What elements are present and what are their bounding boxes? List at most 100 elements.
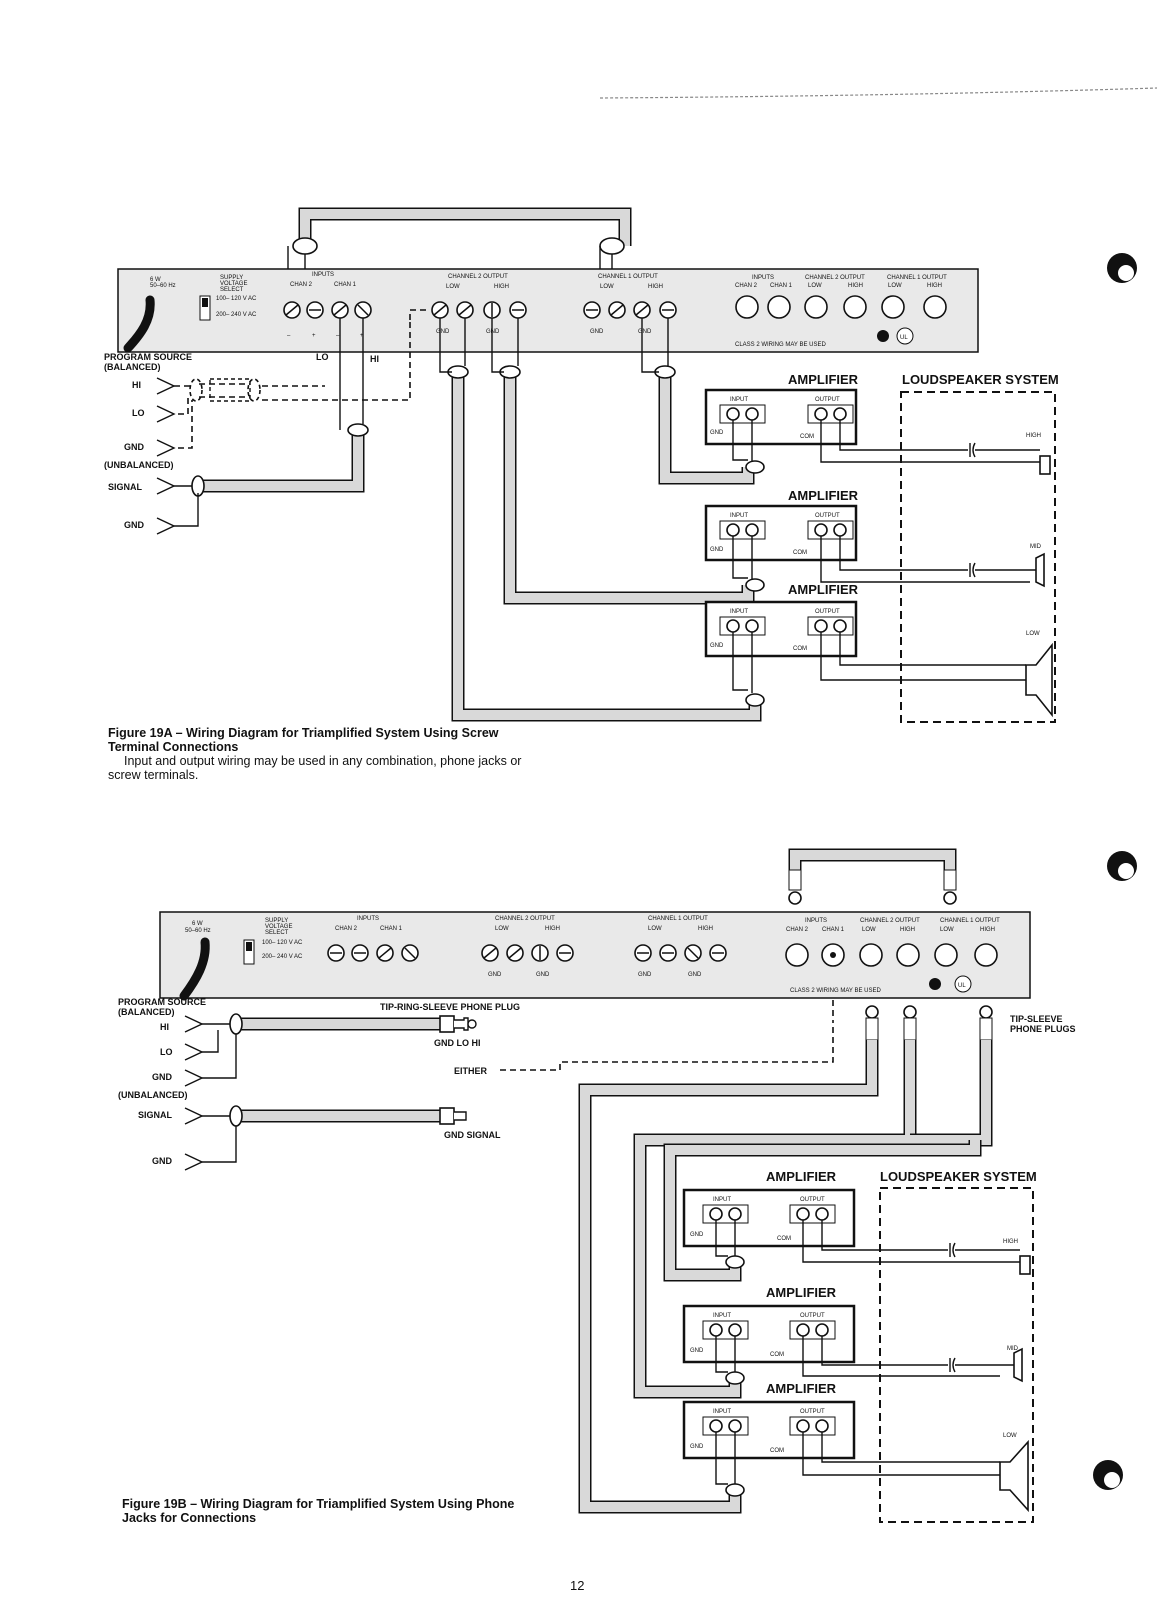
svg-text:HI: HI xyxy=(132,380,141,390)
svg-text:HIGH: HIGH xyxy=(1003,1239,1018,1245)
svg-text:200– 240 V AC: 200– 240 V AC xyxy=(262,954,303,960)
svg-text:CHAN 2: CHAN 2 xyxy=(335,926,358,932)
svg-text:OUTPUT: OUTPUT xyxy=(815,513,840,519)
svg-text:OUTPUT: OUTPUT xyxy=(800,1313,825,1319)
voltage-240: 200– 240 V AC xyxy=(216,312,257,318)
amplifier-mid-b: AMPLIFIER INPUT OUTPUT GND COM xyxy=(682,1285,1000,1385)
svg-text:OUTPUT: OUTPUT xyxy=(815,609,840,615)
midrange-driver-icon xyxy=(1020,552,1045,588)
svg-text:GND: GND xyxy=(488,972,502,978)
svg-text:INPUT: INPUT xyxy=(730,397,748,403)
svg-text:LOW: LOW xyxy=(940,927,954,933)
program-source-balanced-b: PROGRAM SOURCE(BALANCED) xyxy=(118,997,206,1017)
svg-text:OUTPUT: OUTPUT xyxy=(800,1197,825,1203)
svg-text:GND: GND xyxy=(124,442,145,452)
power-cord-a xyxy=(123,295,155,353)
svg-text:LOW: LOW xyxy=(808,283,822,289)
svg-text:COM: COM xyxy=(800,434,814,440)
svg-text:AMPLIFIER: AMPLIFIER xyxy=(766,1381,837,1396)
loudspeaker-system-a: LOUDSPEAKER SYSTEM HIGH MID LOW xyxy=(900,372,1059,723)
svg-text:INPUTS: INPUTS xyxy=(805,918,827,924)
svg-text:CHAN 1: CHAN 1 xyxy=(822,927,845,933)
svg-text:GND: GND xyxy=(710,430,724,436)
svg-text:HIGH: HIGH xyxy=(927,283,942,289)
caption-19b-title: Figure 19B – Wiring Diagram for Triampli… xyxy=(122,1497,515,1525)
svg-text:HIGH: HIGH xyxy=(848,283,863,289)
svg-text:GND LO HI: GND LO HI xyxy=(434,1038,481,1048)
svg-text:GND SIGNAL: GND SIGNAL xyxy=(444,1130,501,1140)
svg-text:LOW: LOW xyxy=(648,926,662,932)
screw-terminals-a xyxy=(283,301,677,319)
svg-text:INPUTS: INPUTS xyxy=(752,275,774,281)
ul-logo-icon xyxy=(896,327,914,345)
loudspeaker-system-b: LOUDSPEAKER SYSTEM HIGH MID LOW xyxy=(879,1169,1037,1523)
svg-text:AMPLIFIER: AMPLIFIER xyxy=(788,488,859,503)
svg-text:HIGH: HIGH xyxy=(698,926,713,932)
caption-19b: Figure 19B – Wiring Diagram for Triampli… xyxy=(122,1497,542,1525)
svg-text:CHANNEL 1 OUTPUT: CHANNEL 1 OUTPUT xyxy=(648,916,708,922)
svg-text:AMPLIFIER: AMPLIFIER xyxy=(788,582,859,597)
amplifier-high-a: AMPLIFIER INPUT OUTPUT GND COM xyxy=(704,372,1040,474)
svg-text:AMPLIFIER: AMPLIFIER xyxy=(788,372,859,387)
svg-text:MID: MID xyxy=(1007,1346,1019,1352)
svg-text:LOUDSPEAKER SYSTEM: LOUDSPEAKER SYSTEM xyxy=(880,1169,1037,1184)
midrange-driver-icon-b xyxy=(998,1347,1023,1383)
svg-text:HIGH: HIGH xyxy=(900,927,915,933)
svg-text:CHAN 2: CHAN 2 xyxy=(735,283,758,289)
svg-text:AMPLIFIER: AMPLIFIER xyxy=(766,1169,837,1184)
svg-text:COM: COM xyxy=(793,550,807,556)
svg-text:CLASS 2 WIRING MAY BE USED: CLASS 2 WIRING MAY BE USED xyxy=(790,988,881,994)
svg-text:LOW: LOW xyxy=(888,283,902,289)
amplifier-high-b: AMPLIFIER INPUT OUTPUT GND COM xyxy=(682,1169,1030,1269)
svg-text:(UNBALANCED): (UNBALANCED) xyxy=(104,460,174,470)
caption-19a-body: Input and output wiring may be used in a… xyxy=(108,754,522,782)
scan-artifact xyxy=(599,87,1157,99)
svg-text:COM: COM xyxy=(770,1352,784,1358)
caption-19a-title: Figure 19A – Wiring Diagram for Triampli… xyxy=(108,726,499,754)
svg-text:UL: UL xyxy=(900,335,908,341)
svg-text:TIP-RING-SLEEVE PHONE PLUG: TIP-RING-SLEEVE PHONE PLUG xyxy=(380,1002,520,1012)
svg-text:(UNBALANCED): (UNBALANCED) xyxy=(118,1090,188,1100)
svg-text:SIGNAL: SIGNAL xyxy=(138,1110,173,1120)
svg-text:GND: GND xyxy=(152,1156,173,1166)
svg-text:CHAN 1: CHAN 1 xyxy=(770,283,793,289)
svg-text:LOW: LOW xyxy=(495,926,509,932)
ch2-output-label-a: CHANNEL 2 OUTPUT xyxy=(448,274,508,280)
svg-text:+: + xyxy=(312,333,316,339)
caption-19a: Figure 19A – Wiring Diagram for Triampli… xyxy=(108,726,538,782)
svg-text:GND: GND xyxy=(486,329,500,335)
svg-text:LOW: LOW xyxy=(446,284,460,290)
page-number: 12 xyxy=(570,1578,585,1593)
svg-text:–: – xyxy=(287,333,291,339)
class2-label-a: CLASS 2 WIRING MAY BE USED xyxy=(735,342,826,348)
svg-text:+: + xyxy=(360,333,364,339)
svg-text:GND: GND xyxy=(690,1348,704,1354)
svg-text:COM: COM xyxy=(770,1448,784,1454)
svg-text:CHANNEL 1 OUTPUT: CHANNEL 1 OUTPUT xyxy=(940,918,1000,924)
svg-text:100– 120 V AC: 100– 120 V AC xyxy=(262,940,303,946)
svg-text:GND: GND xyxy=(710,643,724,649)
svg-text:LO: LO xyxy=(132,408,145,418)
svg-text:LOW: LOW xyxy=(862,927,876,933)
svg-text:HIGH: HIGH xyxy=(545,926,560,932)
rear-panel-a xyxy=(117,268,979,353)
tweeter-icon-b xyxy=(1019,1255,1031,1275)
svg-text:CHAN 2: CHAN 2 xyxy=(786,927,809,933)
svg-text:OUTPUT: OUTPUT xyxy=(815,397,840,403)
tweeter-icon xyxy=(1039,455,1051,475)
svg-text:HIGH: HIGH xyxy=(980,927,995,933)
svg-text:GND: GND xyxy=(638,972,652,978)
voltage-switch-a xyxy=(199,295,211,321)
program-source-balanced-a: PROGRAM SOURCE(BALANCED) xyxy=(104,352,192,372)
woofer-icon xyxy=(1025,642,1053,718)
svg-text:INPUT: INPUT xyxy=(713,1409,731,1415)
csa-logo-icon xyxy=(877,330,889,342)
svg-text:GND: GND xyxy=(590,329,604,335)
svg-text:LOW: LOW xyxy=(1026,631,1040,637)
svg-text:LOUDSPEAKER SYSTEM: LOUDSPEAKER SYSTEM xyxy=(902,372,1059,387)
svg-text:GND: GND xyxy=(436,329,450,335)
